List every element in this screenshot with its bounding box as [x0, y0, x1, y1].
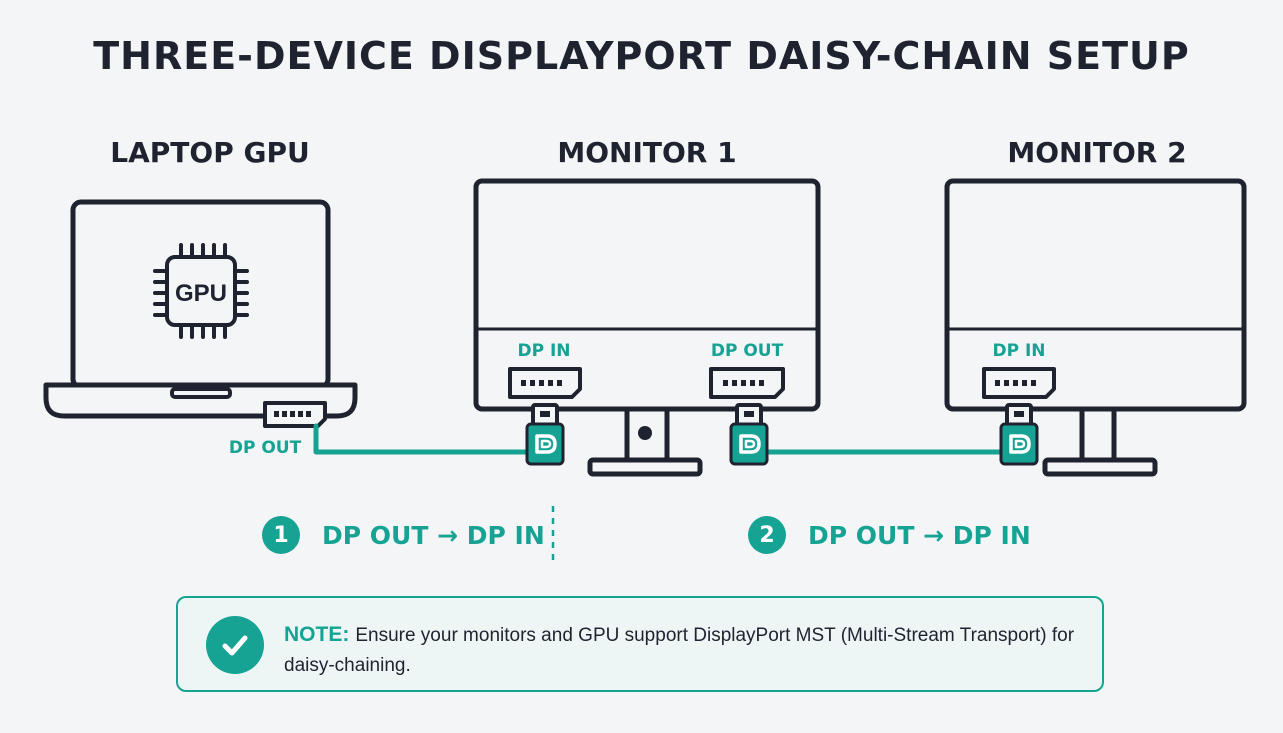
diagram-title: THREE-DEVICE DISPLAYPORT DAISY-CHAIN SET… — [93, 34, 1190, 78]
checkmark-icon — [206, 616, 264, 674]
note-body: Ensure your monitors and GPU support Dis… — [284, 625, 1075, 676]
step-1: 1 DP OUT → DP IN — [262, 516, 545, 554]
monitor2-dp-in-label: DP IN — [992, 341, 1046, 361]
note-text-block: NOTE:Ensure your monitors and GPU suppor… — [284, 620, 1084, 681]
displayport-logo-icon — [535, 434, 557, 454]
gpu-chip-icon — [153, 243, 249, 339]
monitor2-dp-in-port — [982, 367, 1056, 399]
step-number-badge: 1 — [262, 516, 300, 554]
dp-plug-monitor1-in — [525, 403, 565, 466]
monitor2-illustration — [944, 178, 1247, 477]
step-text: DP OUT → DP IN — [322, 520, 545, 550]
dp-plug-monitor1-out — [729, 403, 769, 466]
monitor1-dp-out-port — [709, 367, 785, 399]
displayport-logo-icon — [739, 434, 761, 454]
note-box: NOTE:Ensure your monitors and GPU suppor… — [176, 596, 1104, 692]
note-label: NOTE: — [284, 623, 350, 646]
displayport-logo-icon — [1009, 434, 1031, 454]
monitor2-label: MONITOR 2 — [1007, 136, 1187, 169]
dp-plug-monitor2-in — [999, 403, 1039, 466]
step-text: DP OUT → DP IN — [808, 520, 1031, 550]
cable-1 — [313, 423, 530, 455]
step-number-badge: 2 — [748, 516, 786, 554]
monitor1-label: MONITOR 1 — [557, 136, 737, 169]
monitor1-dp-out-label: DP OUT — [710, 341, 784, 361]
step-2: 2 DP OUT → DP IN — [748, 516, 1031, 554]
laptop-dp-port — [263, 401, 327, 428]
gpu-chip-label: GPU — [175, 280, 227, 307]
monitor1-dp-in-port — [508, 367, 582, 399]
monitor1-dp-in-label: DP IN — [517, 341, 571, 361]
monitor1-illustration — [473, 178, 821, 477]
laptop-label: LAPTOP GPU — [110, 136, 310, 169]
laptop-dp-out-label: DP OUT — [228, 438, 302, 458]
monitor1-power-dot — [638, 426, 652, 440]
